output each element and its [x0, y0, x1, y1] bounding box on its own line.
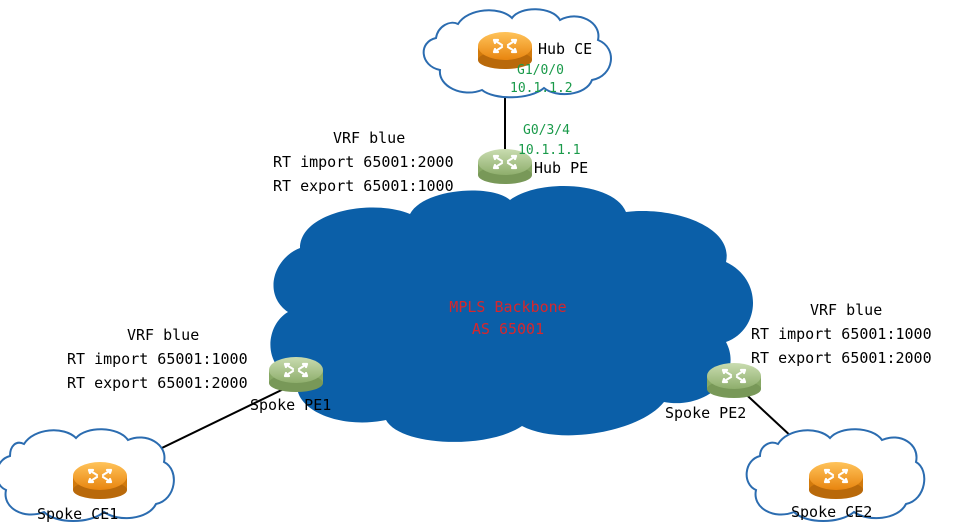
- hub-ce-interface: G1/0/0: [517, 63, 564, 78]
- spoke-pe2-vrf: VRF blue: [810, 301, 882, 319]
- spoke-ce2-router-icon[interactable]: [809, 462, 863, 499]
- spoke-pe2-rt-import: RT import 65001:1000: [751, 325, 932, 343]
- hub-pe-interface: G0/3/4: [523, 123, 570, 138]
- spoke-pe1-label: Spoke PE1: [250, 396, 331, 414]
- hub-ce-ip: 10.1.1.2: [510, 81, 573, 96]
- hub-pe-rt-import: RT import 65001:2000: [273, 153, 454, 171]
- hub-pe-label: Hub PE: [534, 159, 588, 177]
- hub-pe-ip: 10.1.1.1: [518, 143, 581, 158]
- spoke-pe1-rt-import: RT import 65001:1000: [67, 350, 248, 368]
- backbone-label-line1: MPLS Backbone: [449, 298, 566, 316]
- hub-pe-vrf: VRF blue: [333, 129, 405, 147]
- spoke-pe2-router-icon[interactable]: [707, 363, 761, 398]
- spoke-pe1-vrf: VRF blue: [127, 326, 199, 344]
- hub-pe-rt-export: RT export 65001:1000: [273, 177, 454, 195]
- hub-ce-label: Hub CE: [538, 40, 592, 58]
- spoke-pe1-router-icon[interactable]: [269, 357, 323, 392]
- spoke-ce1-router-icon[interactable]: [73, 462, 127, 499]
- spoke-pe2-label: Spoke PE2: [665, 404, 746, 422]
- spoke-ce1-label: Spoke CE1: [37, 505, 118, 523]
- hub-ce-router-icon[interactable]: [478, 32, 532, 69]
- spoke-pe1-rt-export: RT export 65001:2000: [67, 374, 248, 392]
- backbone-label-line2: AS 65001: [472, 320, 544, 338]
- spoke-pe2-rt-export: RT export 65001:2000: [751, 349, 932, 367]
- spoke-ce2-label: Spoke CE2: [791, 503, 872, 521]
- mpls-backbone-cloud: [270, 186, 754, 442]
- hub-pe-router-icon[interactable]: [478, 149, 532, 184]
